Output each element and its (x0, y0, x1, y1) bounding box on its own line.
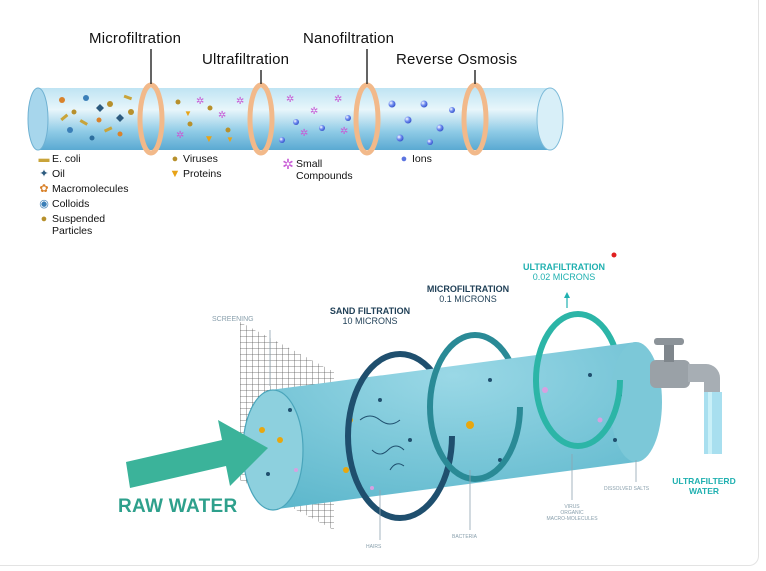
legend-column-2: ● Viruses ▼ Proteins (167, 153, 222, 183)
legend-item: ✲ Small Compounds (280, 156, 353, 184)
top-particles-micro (59, 94, 134, 141)
macromolecule-icon: ✿ (39, 183, 49, 195)
top-particles-ultra: ✲ ✲ ✲ ✲ ▼ ▼ ▼ (175, 96, 244, 145)
ion-icon: ● (400, 153, 408, 165)
svg-text:✲: ✲ (196, 96, 204, 107)
top-membrane-rings (137, 82, 489, 156)
top-leader-lines (150, 49, 476, 84)
svg-text:✲: ✲ (176, 130, 184, 141)
legend-item: ▼ Proteins (167, 168, 222, 183)
svg-text:▼: ▼ (184, 109, 192, 118)
nano-title: Nanofiltration (303, 30, 395, 47)
legend-item: ✿ Macromolecules (36, 183, 128, 198)
svg-text:▼: ▼ (226, 135, 234, 144)
screening-label: SCREENING (212, 316, 254, 323)
suspended-particle-icon: ● (40, 213, 48, 225)
microfiltration-label: MICROFILTRATION 0.1 MICRONS (426, 284, 510, 304)
legend-column-1: ▬ E. coli ✦ Oil ✿ Macromolecules ◉ Collo… (36, 153, 129, 239)
svg-text:✲: ✲ (218, 110, 226, 121)
small-compound-icon: ✲ (282, 156, 294, 172)
oil-icon: ✦ (39, 168, 49, 180)
colloid-icon: ◉ (39, 198, 49, 210)
dissolved-salts-callout: DISSOLVED SALTS (604, 486, 650, 492)
legend-item: ● Ions (396, 153, 432, 168)
ring-front-halves (345, 311, 623, 521)
svg-text:✲: ✲ (310, 106, 318, 117)
legend-column-3: ✲ Small Compounds (280, 156, 353, 184)
callout-lines (269, 330, 637, 540)
svg-text:✲: ✲ (286, 94, 294, 105)
top-particles-ro (388, 100, 455, 145)
protein-icon: ▼ (169, 168, 181, 180)
svg-text:✲: ✲ (300, 128, 308, 139)
ultra-title: Ultrafiltration (202, 51, 290, 68)
bacteria-callout: BACTERIA (452, 534, 478, 540)
ultrafiltered-water-label: ULTRAFILTERD WATER (672, 476, 736, 496)
ultrafiltration-arrow-icon (564, 292, 570, 308)
legend-item: ◉ Colloids (36, 198, 128, 213)
legend-item: ✦ Oil (36, 168, 128, 183)
virus-icon: ● (171, 153, 179, 165)
bottom-tube-outlet-end (610, 342, 662, 462)
ultrafiltration-label: ULTRAFILTRATION 0.02 MICRONS (523, 262, 605, 282)
hair-strands (359, 415, 405, 471)
legend-item: ● Viruses (167, 153, 222, 168)
raw-water-label: RAW WATER (118, 496, 238, 517)
hairs-callout: HAIRS (366, 544, 382, 550)
raw-water-arrow (126, 420, 268, 488)
top-pipe-outlet-end (536, 87, 564, 151)
faucet-icon (650, 338, 722, 454)
legend-item: ● Suspended Particles (36, 213, 128, 239)
svg-text:▼: ▼ (204, 134, 214, 145)
e-coli-icon: ▬ (38, 153, 50, 165)
svg-text:✲: ✲ (236, 96, 244, 107)
ro-title: Reverse Osmosis (396, 51, 518, 68)
legend-column-4: ● Ions (396, 153, 432, 168)
marker-dot (611, 252, 617, 258)
micro-title: Microfiltration (89, 30, 182, 47)
sand-filtration-label: SAND FILTRATION 10 MICRONS (329, 306, 411, 326)
virus-organic-callout: VIRUS ORGANIC MACRO-MOLECULES (546, 504, 598, 522)
top-pipe-inlet-end (27, 87, 49, 151)
top-particles-nano: ✲ ✲ ✲ ✲ ✲ (279, 94, 351, 143)
svg-text:✲: ✲ (334, 94, 342, 105)
legend-item: ▬ E. coli (36, 153, 128, 168)
svg-text:✲: ✲ (340, 126, 348, 137)
